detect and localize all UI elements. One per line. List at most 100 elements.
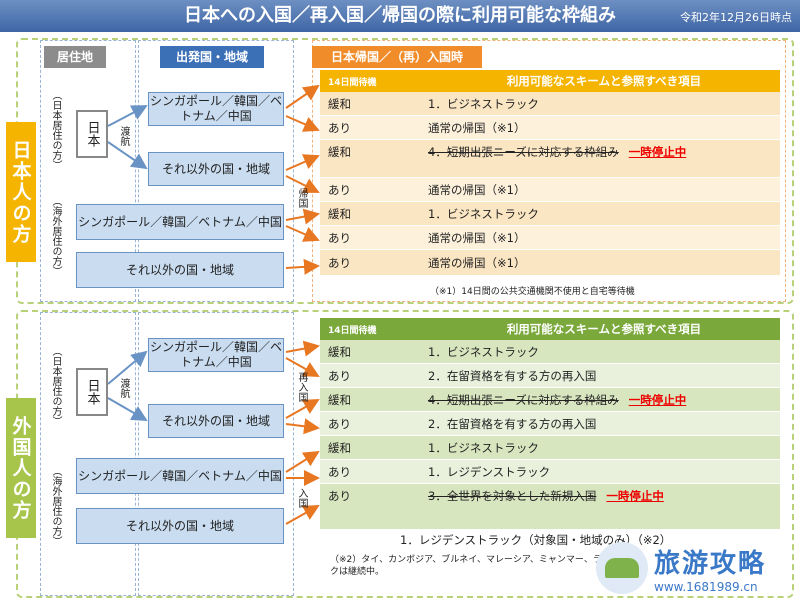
cell-wait: 緩和 (328, 344, 351, 359)
table-row: あり 通常の帰国（※1） (320, 226, 780, 250)
table-row: 緩和 1．ビジネストラック (320, 92, 780, 116)
cell-scheme: 1．ビジネストラック (420, 206, 780, 222)
origin-box-sg-kr-vn-cn: シンガポール／韓国／ベトナム／中国 (148, 92, 284, 126)
cell-scheme-text: 4．短期出張ニーズに対応する枠組み (428, 145, 619, 159)
table-row: 緩和 1．ビジネストラック (320, 436, 780, 460)
origin-column-guide (138, 40, 294, 302)
origin-box-other: それ以外の国・地域 (148, 152, 284, 186)
residence-column-guide-2 (40, 312, 136, 596)
origin-header: 出発国・地域 (160, 46, 264, 68)
cell-wait: 緩和 (328, 440, 351, 455)
residence-column-guide (40, 40, 136, 302)
travel-label: 渡航 (118, 126, 129, 146)
cell-scheme-text: 4．短期出張ニーズに対応する枠組み (428, 392, 619, 407)
table-row: あり 通常の帰国（※1） (320, 178, 780, 202)
residence-abroad-label: （海外居住の方） (50, 196, 61, 276)
entry-label: 入国 (296, 488, 307, 508)
cell-scheme-text: 1．ビジネストラック (428, 96, 539, 111)
suspended-badge: 一時停止中 (606, 489, 664, 503)
cell-wait: あり (328, 416, 351, 431)
cell-wait: 緩和 (328, 206, 351, 221)
residence-japan-label-2: （日本居住の方） (50, 346, 61, 426)
residence-header: 居住地 (44, 46, 106, 68)
cell-wait: 緩和 (328, 96, 351, 111)
cell-scheme: 4．短期出張ニーズに対応する枠組み一時停止中 (420, 392, 780, 408)
cell-wait: あり (328, 489, 351, 503)
japan-box: 日本 (76, 110, 108, 158)
table-row: 緩和 4．短期出張ニーズに対応する枠組み一時停止中 (320, 140, 780, 178)
watermark-url: www.1681989.cn (654, 579, 758, 594)
watermark-logo-icon (596, 542, 648, 594)
cell-scheme: 通常の帰国（※1） (420, 230, 780, 246)
note-2-line1: （※2）タイ、カンボジア、ブルネイ、マレーシア、ミャンマー、ラオ (330, 555, 611, 565)
suspended-badge: 一時停止中 (628, 392, 687, 407)
cell-scheme: 2．在留資格を有する方の再入国 (420, 416, 780, 432)
table-row: あり 1．レジデンストラック (320, 460, 780, 484)
watermark-text: 旅游攻略 (654, 548, 767, 579)
residence-abroad-label-2: （海外居住の方） (50, 466, 61, 546)
origin-box-sg-kr-vn-cn-2: シンガポール／韓国／ベトナム／中国 (148, 338, 284, 372)
table-header: 14日間待機 利用可能なスキームと参照すべき項目 (320, 70, 780, 92)
th-scheme: 利用可能なスキームと参照すべき項目 (506, 74, 702, 88)
cell-scheme-text: 通常の帰国（※1） (428, 255, 526, 270)
title-bar (0, 0, 800, 32)
cell-scheme: 4．短期出張ニーズに対応する枠組み一時停止中 (420, 140, 780, 160)
reentry-label: 再入国 (296, 372, 307, 402)
cell-wait: あり (328, 255, 351, 270)
note-2-line2: クは継続中。 (330, 567, 385, 577)
abroad-box-sg-kr-vn-cn: シンガポール／韓国／ベトナム／中国 (76, 204, 284, 240)
cell-scheme: 通常の帰国（※1） (420, 182, 780, 198)
cell-scheme-text: 1．ビジネストラック (428, 344, 539, 359)
section1-header: 日本帰国／（再）入国時 (312, 46, 482, 68)
cell-scheme: 3．全世界を対象とした新規入国一時停止中 (420, 484, 780, 504)
table-header-2: 14日間待機 利用可能なスキームと参照すべき項目 (320, 318, 780, 340)
cell-wait: あり (328, 368, 351, 383)
cell-scheme-text: 通常の帰国（※1） (428, 120, 526, 135)
table-row: 緩和 1．ビジネストラック (320, 202, 780, 226)
cell-scheme: 通常の帰国（※1） (420, 255, 780, 271)
cell-scheme: 1．ビジネストラック (420, 344, 780, 360)
travel-label-2: 渡航 (118, 378, 129, 398)
cell-wait: 緩和 (328, 145, 351, 159)
cell-wait: あり (328, 464, 351, 479)
table-row: 緩和 4．短期出張ニーズに対応する枠組み一時停止中 (320, 388, 780, 412)
cell-scheme: 2．在留資格を有する方の再入国 (420, 368, 780, 384)
side-label-japanese: 日本人の方 (6, 122, 36, 262)
cell-scheme-text: 2．在留資格を有する方の再入国 (428, 368, 597, 383)
cell-scheme-text: 3．全世界を対象とした新規入国 (428, 489, 597, 503)
table-row: あり 2．在留資格を有する方の再入国 (320, 364, 780, 388)
table-row: あり 通常の帰国（※1） (320, 250, 780, 276)
abroad-box-sg-kr-vn-cn-2: シンガポール／韓国／ベトナム／中国 (76, 458, 284, 494)
cell-scheme-text: 通常の帰国（※1） (428, 230, 526, 245)
th-wait: 14日間待機 (328, 77, 377, 88)
abroad-box-other: それ以外の国・地域 (76, 252, 284, 288)
table1-guide (312, 40, 786, 302)
watermark: 旅游攻略 www.1681989.cn (596, 538, 796, 598)
last-extra: 1．レジデンストラック（対象国・地域のみ）（※2） (400, 533, 672, 547)
cell-scheme: 1．ビジネストラック (420, 440, 780, 456)
cell-scheme: 1．レジデンストラック (420, 464, 780, 480)
cell-wait: あり (328, 120, 351, 135)
cell-wait: あり (328, 182, 351, 197)
th-scheme-2: 利用可能なスキームと参照すべき項目 (506, 322, 702, 336)
note-1: （※1）14日間の公共交通機関不使用と自宅等待機 (430, 287, 635, 297)
suspended-badge: 一時停止中 (628, 145, 687, 159)
cell-wait: 緩和 (328, 392, 351, 407)
table-row: あり 2．在留資格を有する方の再入国 (320, 412, 780, 436)
cell-scheme-text: 2．在留資格を有する方の再入国 (428, 416, 597, 431)
table-row: 緩和 1．ビジネストラック (320, 340, 780, 364)
origin-box-other-2: それ以外の国・地域 (148, 404, 284, 438)
residence-japan-label: （日本居住の方） (50, 90, 61, 170)
table-row: あり 通常の帰国（※1） (320, 116, 780, 140)
japan-box-2: 日本 (76, 368, 108, 416)
th-wait-2: 14日間待機 (328, 325, 377, 336)
return-label: 帰国 (296, 188, 307, 208)
page-title: 日本への入国／再入国／帰国の際に利用可能な枠組み (184, 5, 616, 26)
cell-wait: あり (328, 230, 351, 245)
table-row: あり 3．全世界を対象とした新規入国一時停止中 (320, 484, 780, 530)
cell-scheme: 通常の帰国（※1） (420, 120, 780, 136)
cell-scheme-text: 1．ビジネストラック (428, 440, 539, 455)
